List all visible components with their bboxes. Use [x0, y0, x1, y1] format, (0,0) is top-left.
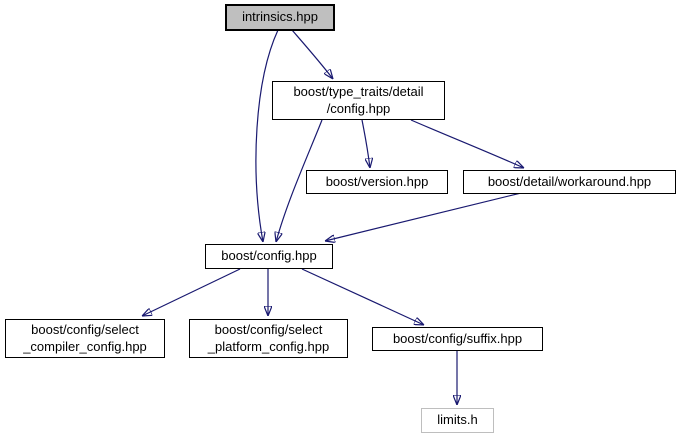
- graph-node-boost-config-suffix-hpp[interactable]: boost/config/suffix.hpp: [372, 327, 543, 351]
- edge-typetraits-config-to-boost-config: [276, 119, 323, 242]
- graph-node-boost-config-hpp[interactable]: boost/config.hpp: [205, 244, 333, 269]
- graph-node-intrinsics-hpp: intrinsics.hpp: [225, 4, 335, 31]
- edge-typetraits-config-to-version: [361, 119, 370, 168]
- graph-node-boost-type-traits-detail-config-hpp[interactable]: boost/type_traits/detail /config.hpp: [272, 81, 445, 120]
- edge-intrinsics-to-boost-config: [255, 29, 279, 242]
- graph-node-limits-h: limits.h: [421, 408, 494, 433]
- edge-typetraits-config-to-workaround: [410, 119, 524, 168]
- edge-boost-config-to-suffix: [301, 268, 424, 325]
- graph-node-boost-version-hpp[interactable]: boost/version.hpp: [306, 170, 448, 194]
- graph-node-boost-config-select-platform-config-hpp[interactable]: boost/config/select _platform_config.hpp: [189, 319, 348, 358]
- edge-intrinsics-to-typetraits-config: [291, 29, 333, 79]
- edge-boost-config-to-select-compiler: [142, 268, 241, 316]
- edge-workaround-to-boost-config: [325, 192, 522, 241]
- graph-node-boost-config-select-compiler-config-hpp[interactable]: boost/config/select _compiler_config.hpp: [5, 319, 165, 358]
- graph-node-boost-detail-workaround-hpp[interactable]: boost/detail/workaround.hpp: [463, 170, 676, 194]
